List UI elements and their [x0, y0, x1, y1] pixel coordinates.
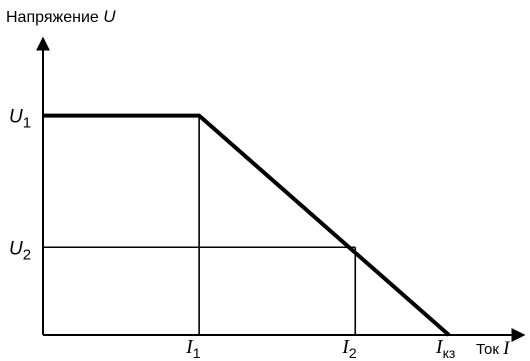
y-axis-label-text: Напряжение [6, 9, 103, 26]
y-tick-label-1: U1 [9, 107, 31, 132]
x-axis-label-symbol: I [502, 338, 511, 359]
x-axis-label: Ток I [476, 338, 511, 359]
guide-lines [43, 115, 357, 335]
x-tick-label-1: I1 [185, 336, 201, 361]
x-tick-label-3: Iкз [435, 336, 455, 361]
series-line-1 [43, 113, 451, 337]
x-tick-labels: I1 I2 Iкз [185, 336, 455, 361]
series-layer [43, 113, 451, 337]
y-axis-label-symbol: U [103, 7, 116, 26]
x-tick-label-2: I2 [341, 336, 357, 361]
x-axis-label-text: Ток [476, 341, 503, 358]
y-axis-label: Напряжение U [6, 7, 116, 26]
y-tick-label-2: U2 [9, 238, 31, 263]
